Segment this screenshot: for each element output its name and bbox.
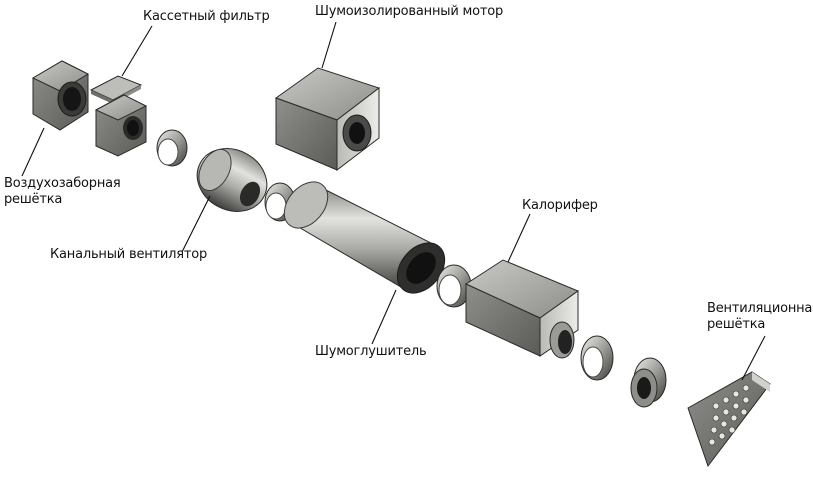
- label-air-intake-line-2: решётка: [4, 192, 63, 207]
- label-duct-fan: Канальный вентилятор: [50, 247, 207, 263]
- leader-vent-grille: [741, 335, 766, 381]
- label-duct-fan-text: Канальный вентилятор: [50, 247, 208, 262]
- heater-part: [464, 259, 580, 359]
- leader-heater: [507, 213, 531, 263]
- label-cassette-filter-text: Кассетный фильтр: [143, 9, 270, 24]
- leader-cassette-filter: [121, 25, 153, 77]
- air-intake-grille-part: [31, 60, 90, 131]
- label-air-intake-grille: Воздухозаборная решётка: [4, 176, 121, 208]
- label-silencer: Шумоглушитель: [315, 344, 427, 360]
- leader-duct-fan: [181, 195, 211, 253]
- label-vent-grille-line-1: Вентиляционная: [707, 301, 813, 316]
- label-vent-grille: Вентиляционная решётка: [707, 301, 813, 333]
- label-cassette-filter: Кассетный фильтр: [143, 9, 270, 25]
- clamp-ring-3: [436, 264, 472, 308]
- flange-connector-part: [630, 357, 667, 408]
- label-silencer-text: Шумоглушитель: [315, 344, 427, 359]
- silent-motor-part: [274, 67, 381, 172]
- clamp-ring-1: [156, 129, 188, 167]
- leader-silent-motor: [321, 21, 337, 69]
- label-heater: Калорифер: [522, 198, 598, 214]
- label-heater-text: Калорифер: [522, 198, 598, 213]
- filter-housing-part: [94, 94, 148, 157]
- silencer-part: [283, 181, 446, 294]
- label-silent-motor: Шумоизолированный мотор: [315, 4, 503, 20]
- leader-silencer: [371, 289, 397, 345]
- label-silent-motor-text: Шумоизолированный мотор: [315, 4, 504, 19]
- label-air-intake-line-1: Воздухозаборная: [4, 176, 121, 191]
- label-vent-grille-line-2: решётка: [707, 317, 766, 332]
- leader-air-intake: [21, 127, 45, 177]
- ventilation-grille-part: [687, 371, 771, 468]
- clamp-ring-4: [580, 335, 614, 381]
- duct-fan-part: [196, 148, 268, 212]
